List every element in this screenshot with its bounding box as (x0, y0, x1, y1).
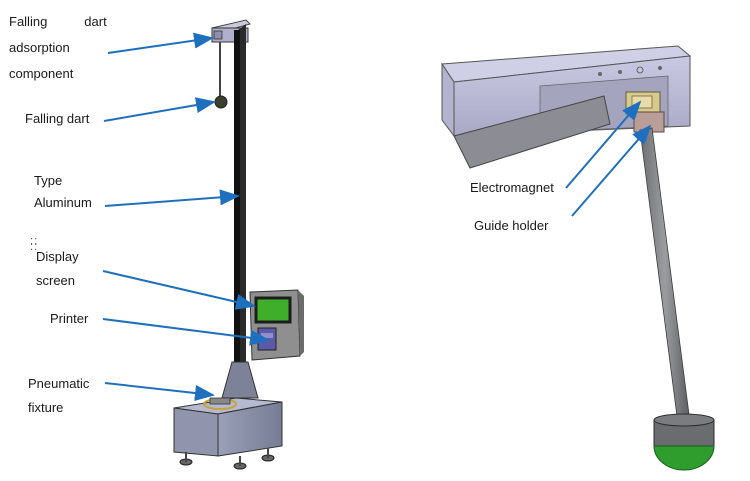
arrow-adsorption (107, 32, 214, 54)
label-type-aluminum: Type Aluminum (34, 170, 92, 214)
arrow-aluminum (104, 189, 240, 207)
drag-handle-icon[interactable]: ⁚⁚⁚⁚ (30, 237, 39, 253)
control-panel-part (249, 289, 304, 361)
aluminum-column-part (234, 24, 246, 372)
label-pneumatic-line1: Pneumatic (28, 376, 90, 391)
label-adsorption-line2: adsorption (9, 40, 70, 55)
label-adsorption-line1b: dart (84, 14, 107, 29)
label-adsorption-component: Falling dart adsorption component (9, 9, 107, 87)
arrow-display (102, 270, 256, 310)
label-display-screen: Display screen (36, 245, 79, 293)
electromagnet-detail (441, 45, 715, 471)
left-leader-arrows (102, 32, 270, 401)
arrow-electromagnet (565, 100, 642, 189)
label-adsorption-line1a: Falling (9, 14, 48, 29)
base-box-part (173, 397, 283, 457)
label-falling-dart: Falling dart (25, 111, 90, 126)
label-display-line1: Display (36, 249, 79, 264)
label-guide-holder: Guide holder (474, 218, 549, 233)
dart-head-part (653, 413, 715, 471)
label-display-line2: screen (36, 273, 76, 288)
right-leader-arrows (565, 100, 652, 217)
arrow-falling-dart (103, 97, 216, 122)
label-pneumatic-fixture: Pneumatic fixture (28, 372, 89, 420)
arrow-pneumatic (104, 382, 215, 401)
falling-dart-ball (214, 95, 228, 109)
electromagnet-part (625, 91, 661, 115)
drop-dart-tester (173, 19, 304, 470)
label-electromagnet: Electromagnet (470, 180, 554, 195)
arrow-guide-holder (571, 124, 652, 217)
label-pneumatic-line2: fixture (28, 400, 64, 415)
arrow-printer (102, 318, 270, 346)
label-type-line2: Aluminum (34, 195, 92, 210)
label-printer: Printer (50, 311, 89, 326)
label-type-line1: Type (34, 173, 63, 188)
dart-rod-part (639, 127, 691, 425)
label-adsorption-line3: component (9, 66, 74, 81)
